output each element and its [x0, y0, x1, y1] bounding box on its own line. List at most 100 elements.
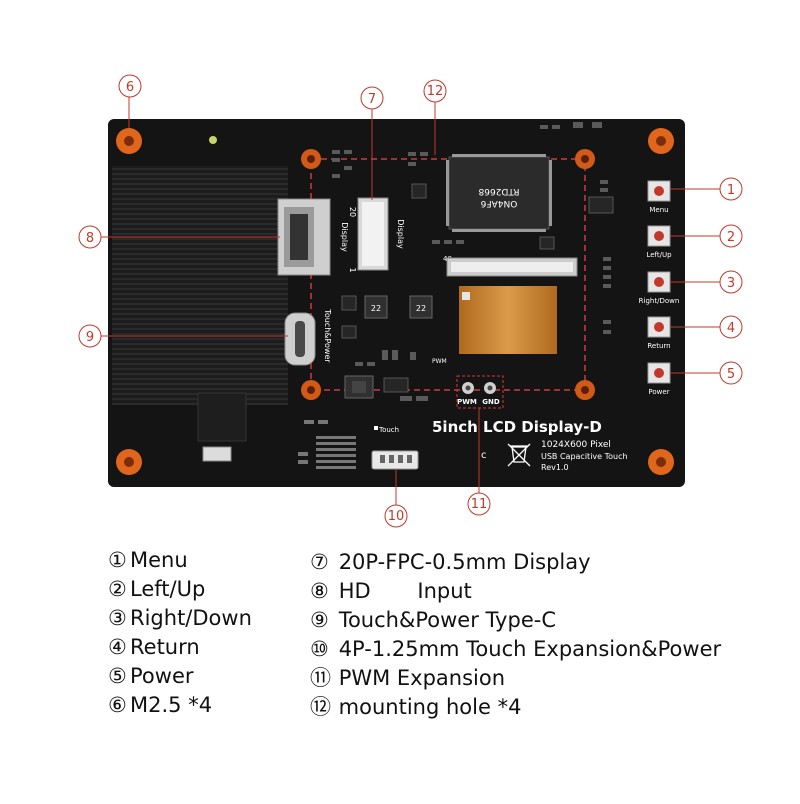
small-ic-1	[588, 196, 614, 214]
status-led	[209, 136, 217, 144]
svg-text:22: 22	[371, 304, 381, 313]
svg-text:11: 11	[471, 497, 488, 512]
silk-touch-power: Touch&Power	[323, 308, 332, 363]
legend-item-type-c: ⑨ Touch&Power Type-C	[310, 608, 556, 632]
menu-button-switch	[647, 180, 671, 202]
small-ic-2	[411, 183, 427, 199]
silk-fpc-1: 1	[348, 267, 357, 272]
small-ic-5	[341, 325, 357, 339]
button-label-return: Return	[647, 342, 670, 350]
small-ic-3	[539, 236, 555, 250]
svg-text:7: 7	[368, 92, 376, 107]
callout-3: 3	[719, 270, 743, 294]
svg-text:8: 8	[86, 231, 94, 246]
fpc-40-slot	[451, 262, 573, 272]
touch-4p-pins	[380, 455, 412, 463]
callout-6: 6	[118, 74, 142, 98]
standoff-top-left	[116, 128, 142, 154]
board-touch-type: USB Capacitive Touch	[541, 452, 628, 461]
callout-9: 9	[78, 324, 102, 348]
ce-mark: c	[481, 450, 487, 461]
board-resolution: 1024X600 Pixel	[541, 440, 611, 450]
silk-gnd: GND	[482, 398, 500, 406]
inductor-1: 22	[364, 295, 388, 319]
standoff-bottom-left	[116, 449, 142, 475]
callout-1: 1	[719, 177, 743, 201]
silk-touch-marker	[374, 426, 378, 430]
svg-text:2: 2	[727, 230, 735, 245]
svg-text:22: 22	[416, 304, 426, 313]
fpc-ribbon-cable	[459, 286, 557, 354]
svg-text:6: 6	[126, 80, 134, 95]
silk-display-hdmi: Display	[340, 222, 349, 252]
callout-7: 7	[360, 86, 384, 110]
legend-item-touch-expansion: ⑩ 4P-1.25mm Touch Expansion&Power	[310, 637, 722, 661]
usb-c-port-opening	[295, 321, 305, 357]
mounting-hole-1	[301, 149, 321, 169]
cable-clip	[197, 392, 247, 442]
svg-text:1: 1	[727, 183, 735, 198]
mounting-hole-3	[301, 380, 321, 400]
pwm-highlight-box	[456, 375, 504, 409]
svg-text:10: 10	[388, 509, 405, 524]
passive-components	[332, 122, 611, 401]
small-ic-4	[341, 295, 357, 311]
chip-pins	[446, 154, 552, 232]
standoff-bottom-right	[648, 449, 674, 475]
button-label-power: Power	[648, 388, 669, 396]
board-revision: Rev1.0	[541, 463, 569, 472]
standoff-top-right	[648, 128, 674, 154]
callout-4: 4	[719, 315, 743, 339]
legend-item-hd-input: ⑧ HD Input	[310, 579, 472, 603]
mounting-hole-2	[575, 149, 595, 169]
fpc-ribbon-tab	[462, 292, 470, 300]
svg-text:4: 4	[727, 321, 735, 336]
inductor-3	[344, 375, 374, 399]
button-label-right-down: Right/Down	[639, 297, 680, 305]
left-up-button-switch	[647, 225, 671, 247]
heatsink-panel	[112, 166, 288, 405]
legend-item-fpc-display: ⑦ 20P-FPC-0.5mm Display	[310, 550, 591, 574]
bottom-ic-strips	[298, 420, 356, 469]
pwm-pad	[462, 382, 474, 394]
return-button-switch	[647, 316, 671, 338]
legend-right: ⑦ 20P-FPC-0.5mm Display ⑧ HD Input ⑨ Tou…	[310, 548, 721, 722]
display-fpc-slot	[362, 202, 384, 266]
weee-bin-icon	[507, 443, 531, 467]
callout-leader-lines	[100, 97, 720, 505]
silk-fpc-20: 20	[348, 207, 357, 217]
mounting-hole-4	[575, 380, 595, 400]
hdmi-port-pins	[290, 214, 308, 260]
svg-text:3: 3	[727, 276, 735, 291]
callout-10: 10	[384, 504, 408, 528]
board-title: 5inch LCD Display-D	[432, 418, 602, 436]
chip-marking-1: RTD2668	[478, 186, 519, 196]
callout-8: 8	[78, 225, 102, 249]
diode	[383, 377, 409, 393]
callout-2: 2	[719, 224, 743, 248]
callout-12: 12	[423, 79, 447, 103]
silk-pwm-small: PWM	[432, 358, 447, 365]
svg-text:5: 5	[727, 367, 735, 382]
button-label-left-up: Left/Up	[646, 251, 672, 259]
svg-text:9: 9	[86, 330, 94, 345]
callout-11: 11	[467, 492, 491, 516]
silk-display-fpc: Display	[396, 219, 405, 249]
power-button-switch	[647, 362, 671, 384]
legend-item-pwm-expansion: ⑪ PWM Expansion	[310, 666, 506, 690]
silk-pwm: PWM	[457, 398, 477, 406]
gnd-pad	[484, 382, 496, 394]
callout-5: 5	[719, 361, 743, 385]
silk-touch: Touch	[378, 426, 399, 434]
chip-marking-2: ON4AF6	[480, 198, 517, 208]
inductor-2: 22	[409, 295, 433, 319]
legend-item-mounting-hole: ⑫ mounting hole *4	[310, 695, 522, 719]
